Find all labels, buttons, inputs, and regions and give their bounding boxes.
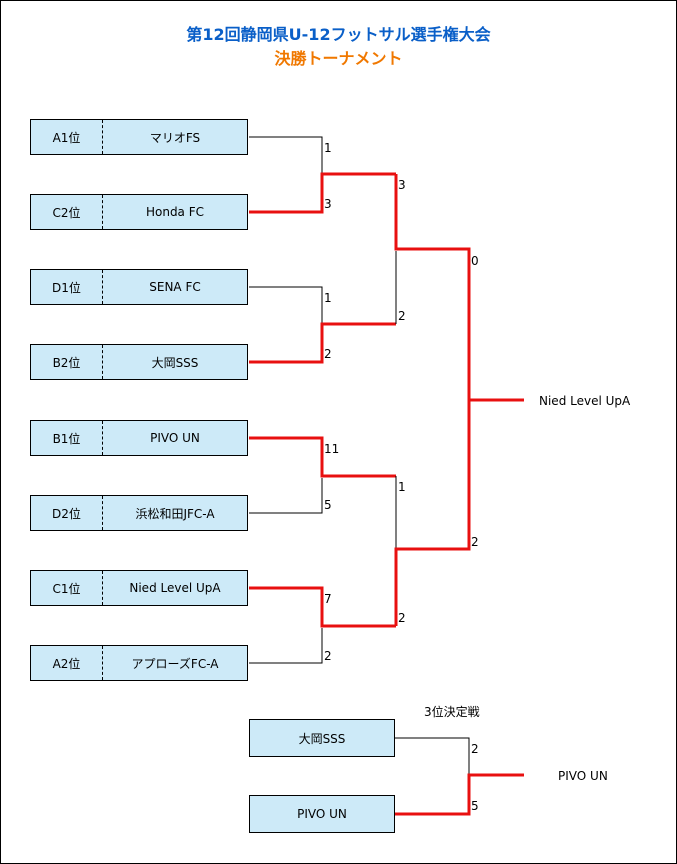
score-label: 2 — [471, 742, 479, 756]
bracket-line-win — [249, 586, 396, 628]
champion-label: Nied Level UpA — [539, 394, 631, 408]
score-label: 0 — [471, 254, 479, 268]
team-name: Honda FC — [145, 205, 205, 219]
bracket-line-lose — [249, 136, 323, 174]
bracket-line-win — [394, 398, 524, 626]
team-name: 浜松和田JFC-A — [135, 506, 215, 521]
score-label: 1 — [398, 480, 406, 494]
page-subtitle: 決勝トーナメント — [274, 49, 403, 68]
score-label: 2 — [324, 649, 332, 663]
bracket-line-lose — [249, 478, 323, 514]
team-box: A2位 アプローズFC-A — [30, 645, 248, 681]
team-seed: A2位 — [31, 646, 103, 680]
third-place-team-box: 大岡SSS — [249, 719, 395, 757]
score-label: 2 — [398, 309, 406, 323]
score-label: 2 — [398, 611, 406, 625]
bracket-line-win — [394, 174, 471, 400]
team-name: 大岡SSS — [151, 355, 199, 370]
bracket-line-lose — [249, 286, 323, 324]
team-box: B2位 大岡SSS — [30, 344, 248, 380]
score-label: 1 — [324, 291, 332, 305]
team-box: D2位 浜松和田JFC-A — [30, 495, 248, 531]
bracket-line-win — [249, 322, 396, 364]
bracket-line-lose — [395, 737, 470, 775]
score-label: 3 — [324, 197, 332, 211]
third-place-winner-label: PIVO UN — [558, 769, 608, 783]
score-label: 2 — [471, 535, 479, 549]
team-name: マリオFS — [149, 130, 201, 145]
team-seed: B2位 — [31, 345, 103, 379]
team-box: B1位 PIVO UN — [30, 420, 248, 456]
score-label: 5 — [471, 799, 479, 813]
score-label: 1 — [324, 141, 332, 155]
score-label: 7 — [324, 592, 332, 606]
team-box: D1位 SENA FC — [30, 269, 248, 305]
team-seed: D2位 — [31, 496, 103, 530]
team-name: SENA FC — [149, 280, 201, 294]
team-seed: C1位 — [31, 571, 103, 605]
team-box: A1位 マリオFS — [30, 119, 248, 155]
team-seed: C2位 — [31, 195, 103, 229]
score-label: 3 — [398, 178, 406, 192]
score-label: 11 — [324, 442, 339, 456]
third-place-team-box: PIVO UN — [249, 795, 395, 833]
bracket-line-win — [249, 172, 396, 214]
team-seed: A1位 — [31, 120, 103, 154]
team-name: Nied Level UpA — [129, 581, 221, 595]
bracket-line-win — [395, 773, 524, 816]
score-label: 5 — [324, 498, 332, 512]
score-label: 2 — [324, 347, 332, 361]
third-place-title: 3位決定戦 — [424, 705, 480, 719]
team-seed: B1位 — [31, 421, 103, 455]
bracket-line-lose — [249, 628, 323, 664]
team-name: アプローズFC-A — [131, 656, 219, 671]
page-title: 第12回静岡県U-12フットサル選手権大会 — [186, 25, 491, 44]
bracket-line-win — [249, 436, 396, 478]
team-name: PIVO UN — [150, 431, 200, 445]
team-seed: D1位 — [31, 270, 103, 304]
team-box: C1位 Nied Level UpA — [30, 570, 248, 606]
team-box: C2位 Honda FC — [30, 194, 248, 230]
